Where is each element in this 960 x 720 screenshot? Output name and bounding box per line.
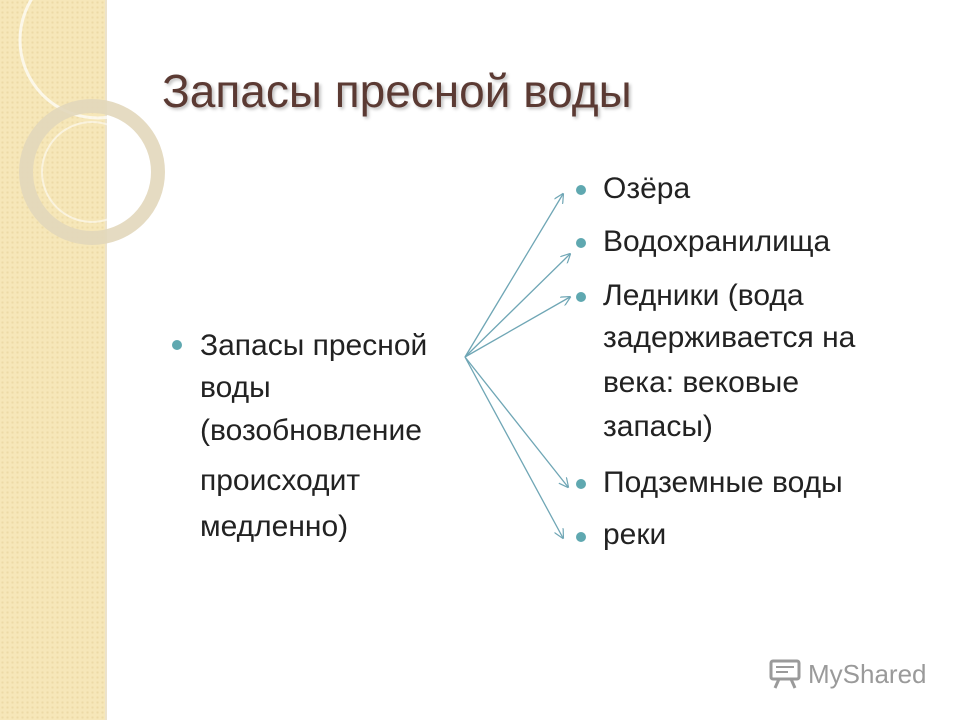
- right-item-2: Водохранилища: [603, 225, 831, 258]
- decorative-circles: [18, 0, 178, 245]
- slide-title: Запасы пресной воды: [162, 65, 632, 117]
- left-item-line: воды: [200, 371, 271, 404]
- right-item-3-line: запасы): [603, 410, 713, 443]
- watermark: MyShared: [768, 656, 927, 692]
- left-item-line: происходит: [200, 464, 361, 497]
- left-item-line: медленно): [200, 510, 349, 543]
- arrow-to-item-4: [464, 356, 568, 487]
- right-item-3-line: Ледники (вода: [603, 279, 804, 312]
- right-item-3-line: века: вековые: [603, 366, 800, 399]
- right-item-1: Озёра: [603, 172, 691, 205]
- left-item-line: (возобновление: [200, 414, 422, 447]
- left-bullet-dot: [172, 340, 182, 350]
- arrow-to-item-2: [464, 254, 570, 358]
- left-item-line: Запасы пресной: [200, 329, 428, 362]
- right-bullet-dot: [576, 185, 586, 195]
- presentation-board-icon: [769, 659, 801, 689]
- watermark-text: MyShared: [808, 658, 927, 689]
- right-bullet-dot: [576, 238, 586, 248]
- right-bullet-dot: [576, 532, 586, 542]
- right-bullet-dot: [576, 479, 586, 489]
- right-item-4: Подземные воды: [603, 466, 843, 499]
- right-item-3-line: задерживается на: [603, 321, 856, 354]
- arrow-to-item-3: [464, 297, 570, 358]
- arrow-to-item-1: [464, 194, 563, 358]
- right-bullet-dot: [576, 292, 586, 302]
- arrow-to-item-5: [464, 356, 563, 538]
- right-item-5: реки: [603, 518, 667, 551]
